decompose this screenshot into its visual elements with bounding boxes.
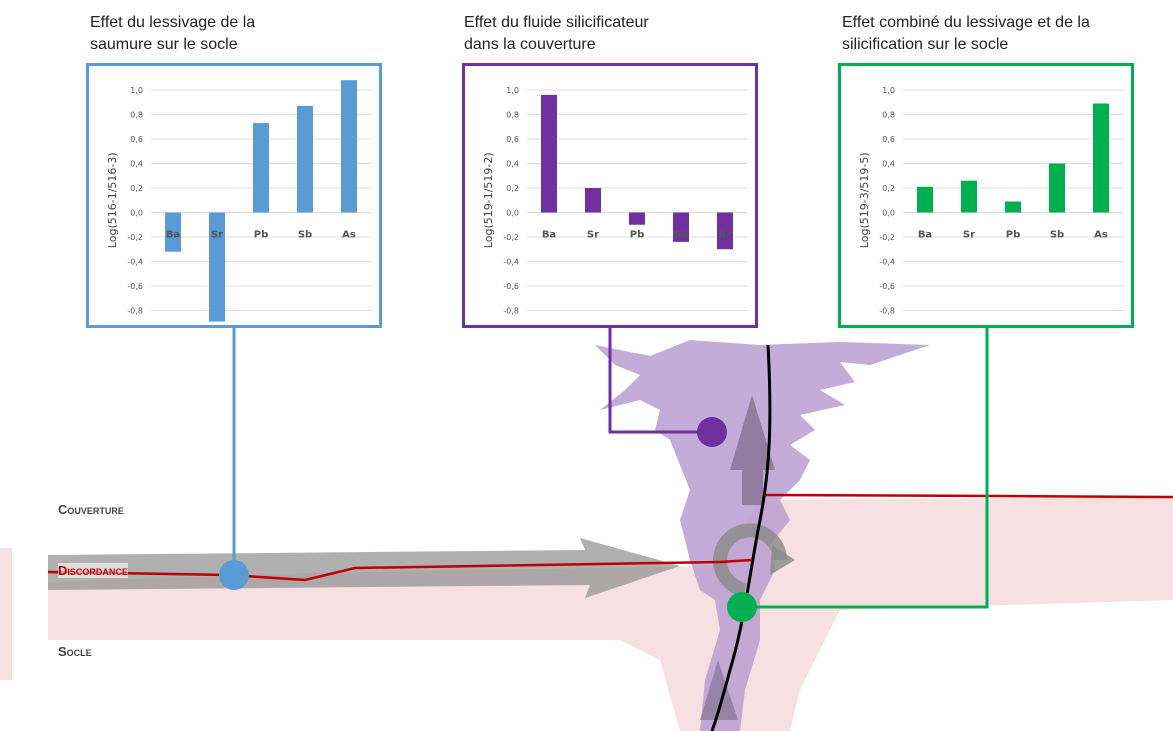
category-label: As: [718, 230, 732, 241]
chart-box-right: 1,0 0,8 0,6 0,4 0,2 0,0 -0,2 -0,4 -0,6 -0,8 Log(51…: [838, 63, 1134, 328]
circulation-swirl: [713, 523, 787, 597]
bar-sr: [585, 188, 601, 213]
label-discordance: Discordance: [58, 563, 128, 578]
caption-middle-line1: Effet du fluide silicificateur: [464, 14, 649, 31]
y-tick-label: 0,6: [506, 135, 519, 144]
fault-line: [710, 344, 772, 731]
chart-box-middle: 1,0 0,8 0,6 0,4 0,2 0,0 -0,2 -0,4 -0,6 -0,8 Log(51…: [462, 63, 758, 328]
category-label: Sr: [211, 230, 223, 241]
y-tick-label: 0,8: [130, 111, 143, 120]
category-label: Sb: [298, 230, 312, 241]
y-tick-label: -0,4: [879, 258, 895, 267]
swirl-arrowhead: [770, 545, 795, 575]
y-tick-label: 0,0: [130, 209, 143, 218]
y-tick-label: 0,2: [882, 184, 895, 193]
y-tick-label: 0,4: [130, 160, 143, 169]
y-tick-label: 0,0: [882, 209, 895, 218]
y-tick-label: 0,6: [882, 135, 895, 144]
y-tick-label: 0,8: [882, 111, 895, 120]
label-couverture: Couverture: [58, 502, 124, 517]
bar-sr: [961, 180, 977, 213]
y-tick-label: -0,6: [503, 282, 519, 291]
y-axis-label: Log(516-1/516-3): [106, 152, 119, 248]
category-label: Pb: [254, 230, 269, 241]
bar-sr: [209, 212, 225, 322]
y-tick-label: -0,2: [503, 233, 519, 242]
category-label: Sr: [587, 230, 599, 241]
label-socle: Socle: [58, 644, 92, 659]
y-tick-label: -0,2: [879, 233, 895, 242]
chart-middle: 1,0 0,8 0,6 0,4 0,2 0,0 -0,2 -0,4 -0,6 -0,8 Log(51…: [482, 86, 747, 316]
bar-ba: [541, 94, 557, 213]
bar-ba: [165, 212, 181, 252]
y-tick-label: -0,4: [503, 258, 519, 267]
socle-layer: [48, 497, 1173, 731]
bar-sb: [1049, 163, 1065, 213]
bar-pb: [629, 212, 645, 225]
caption-right-line2: silicification sur le socle: [842, 36, 1009, 53]
bar-sb: [673, 212, 689, 242]
y-tick-label: 0,2: [130, 184, 143, 193]
y-tick-label: -0,8: [127, 307, 143, 316]
y-tick-label: 1,0: [506, 86, 519, 95]
caption-right-line1: Effet combiné du lessivage et de la: [842, 14, 1090, 31]
category-label: Sr: [963, 230, 975, 241]
caption-left-line2: saumure sur le socle: [90, 36, 238, 53]
bar-pb: [1005, 201, 1021, 213]
category-label: As: [342, 230, 356, 241]
purple-sample-dot: [697, 417, 727, 447]
socle-left-band: [0, 548, 12, 680]
category-label: Sb: [674, 230, 688, 241]
caption-right: Effet combiné du lessivage et de la sili…: [842, 12, 1090, 56]
bar-ba: [917, 186, 933, 213]
bar-sb: [297, 105, 313, 213]
caption-left-line1: Effet du lessivage de la: [90, 14, 256, 31]
bar-as: [717, 212, 733, 250]
green-sample-dot: [727, 592, 757, 622]
purple-connector: [608, 328, 712, 434]
y-tick-label: -0,6: [127, 282, 143, 291]
y-tick-label: 0,4: [506, 160, 519, 169]
y-tick-label: -0,4: [127, 258, 143, 267]
chart-left: 1,0 0,8 0,6 0,4 0,2 0,0 -0,2 -0,4 -0,6 -0,8 Log(51…: [106, 80, 371, 322]
lower-flow-arrow: [700, 660, 738, 720]
y-tick-label: 0,4: [882, 160, 895, 169]
y-tick-label: -0,8: [879, 307, 895, 316]
y-tick-label: 0,0: [506, 209, 519, 218]
y-tick-label: -0,8: [503, 307, 519, 316]
green-connector: [742, 328, 989, 609]
category-label: Ba: [918, 230, 932, 241]
bar-pb: [253, 123, 269, 213]
caption-middle: Effet du fluide silicificateur dans la c…: [464, 12, 649, 56]
discordance-line: [47, 558, 753, 582]
y-axis-label: Log(519-3/519-5): [858, 152, 871, 248]
category-label: Ba: [166, 230, 180, 241]
upward-flow-arrow: [730, 395, 775, 505]
y-tick-label: -0,2: [127, 233, 143, 242]
category-label: Pb: [1006, 230, 1021, 241]
chart-right: 1,0 0,8 0,6 0,4 0,2 0,0 -0,2 -0,4 -0,6 -0,8 Log(51…: [858, 86, 1123, 316]
discordance-line-offset: [764, 493, 1173, 499]
y-tick-label: 0,2: [506, 184, 519, 193]
y-axis-label: Log(519-1/519-2): [482, 152, 495, 248]
y-tick-label: -0,6: [879, 282, 895, 291]
y-tick-label: 1,0: [130, 86, 143, 95]
blue-sample-dot: [219, 560, 249, 590]
y-tick-label: 1,0: [882, 86, 895, 95]
category-label: Pb: [630, 230, 645, 241]
y-tick-label: 0,8: [506, 111, 519, 120]
bar-as: [1093, 103, 1109, 213]
category-label: Sb: [1050, 230, 1064, 241]
y-tick-label: 0,6: [130, 135, 143, 144]
bar-as: [341, 80, 357, 213]
caption-left: Effet du lessivage de la saumure sur le …: [90, 12, 255, 56]
category-label: As: [1094, 230, 1108, 241]
caption-middle-line2: dans la couverture: [464, 36, 596, 53]
category-label: Ba: [542, 230, 556, 241]
chart-box-left: 1,0 0,8 0,6 0,4 0,2 0,0 -0,2 -0,4 -0,6 -0,8 Log(51…: [86, 63, 382, 328]
